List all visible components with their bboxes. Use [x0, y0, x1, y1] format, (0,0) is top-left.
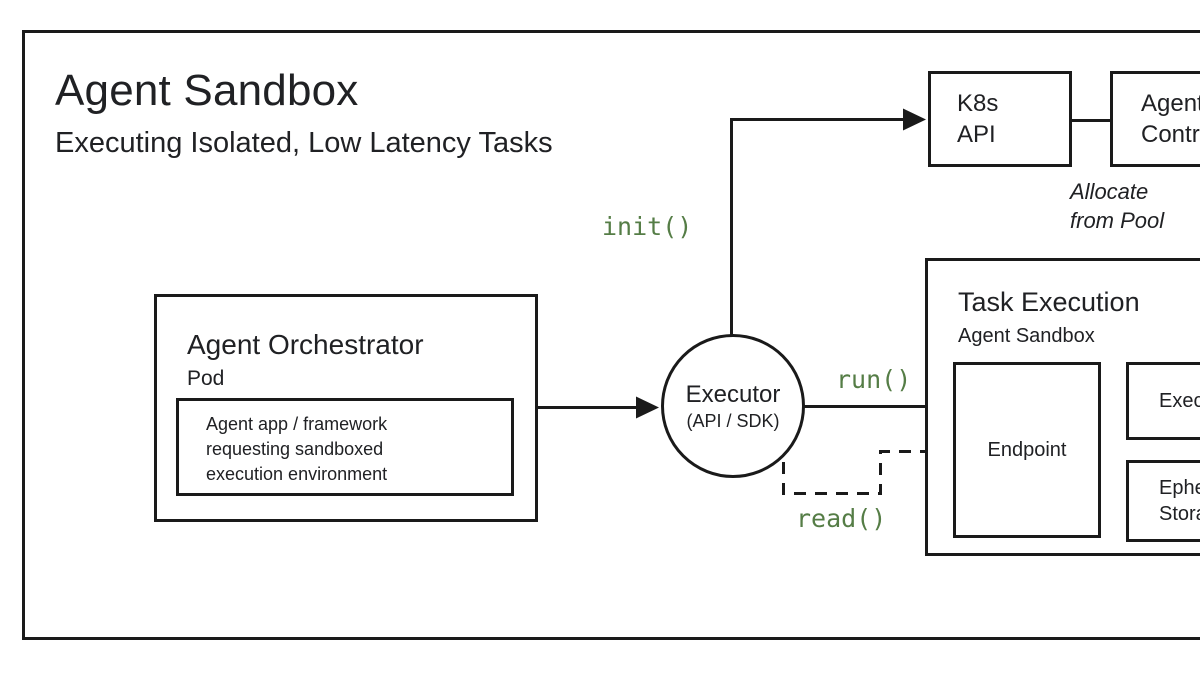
executor-title: Executor: [685, 380, 781, 408]
agent-controller-label-line: Agent: [1141, 90, 1200, 117]
agent-controller-label: Agent Controller: [1113, 88, 1200, 150]
k8s-api-label-line: K8s: [957, 90, 999, 117]
allocate-from-pool-note: Allocate from Pool: [1070, 177, 1164, 235]
allocate-note-line: from Pool: [1070, 208, 1165, 233]
outer-frame: [22, 30, 1200, 640]
agent-app-description-line: Agent app / framework: [206, 414, 388, 434]
agent-app-inner-box: Agent app / framework requesting sandbox…: [176, 398, 514, 496]
execution-label: Execution: [1159, 389, 1200, 412]
agent-orchestrator-subtitle: Pod: [187, 367, 225, 390]
ephemeral-storage-label: Ephemeral Storage: [1129, 475, 1200, 527]
agent-app-description: Agent app / framework requesting sandbox…: [206, 412, 387, 487]
k8s-api-label: K8s API: [931, 88, 998, 150]
ephemeral-storage-box: Ephemeral Storage: [1126, 460, 1200, 542]
task-execution-title: Task Execution: [958, 287, 1140, 317]
allocate-note-line: Allocate: [1070, 179, 1149, 204]
agent-app-description-line: execution environment: [206, 464, 388, 484]
ephemeral-storage-label-line: Ephemeral: [1159, 477, 1200, 499]
read-label: read(): [796, 504, 887, 533]
agent-controller-box: Agent Controller: [1110, 71, 1200, 167]
task-execution-box: Task Execution Agent Sandbox Endpoint Ex…: [925, 258, 1200, 556]
agent-orchestrator-title: Agent Orchestrator: [187, 329, 424, 360]
page-subtitle: Executing Isolated, Low Latency Tasks: [55, 127, 553, 159]
agent-orchestrator-box: Agent Orchestrator Pod Agent app / frame…: [154, 294, 538, 522]
k8s-api-label-line: API: [957, 121, 996, 148]
executor-subtitle: (API / SDK): [686, 410, 780, 431]
ephemeral-storage-label-line: Storage: [1159, 503, 1200, 525]
init-label: init(): [602, 212, 693, 241]
task-execution-subtitle: Agent Sandbox: [958, 325, 1095, 347]
page-title: Agent Sandbox: [55, 66, 359, 115]
executor-circle: Executor (API / SDK): [661, 334, 805, 478]
agent-controller-label-line: Controller: [1141, 121, 1200, 148]
execution-box: Execution: [1126, 362, 1200, 440]
endpoint-box: Endpoint: [953, 362, 1101, 538]
agent-app-description-line: requesting sandboxed: [206, 439, 384, 459]
run-label: run(): [836, 365, 912, 394]
endpoint-label: Endpoint: [987, 438, 1067, 461]
k8s-api-box: K8s API: [928, 71, 1072, 167]
